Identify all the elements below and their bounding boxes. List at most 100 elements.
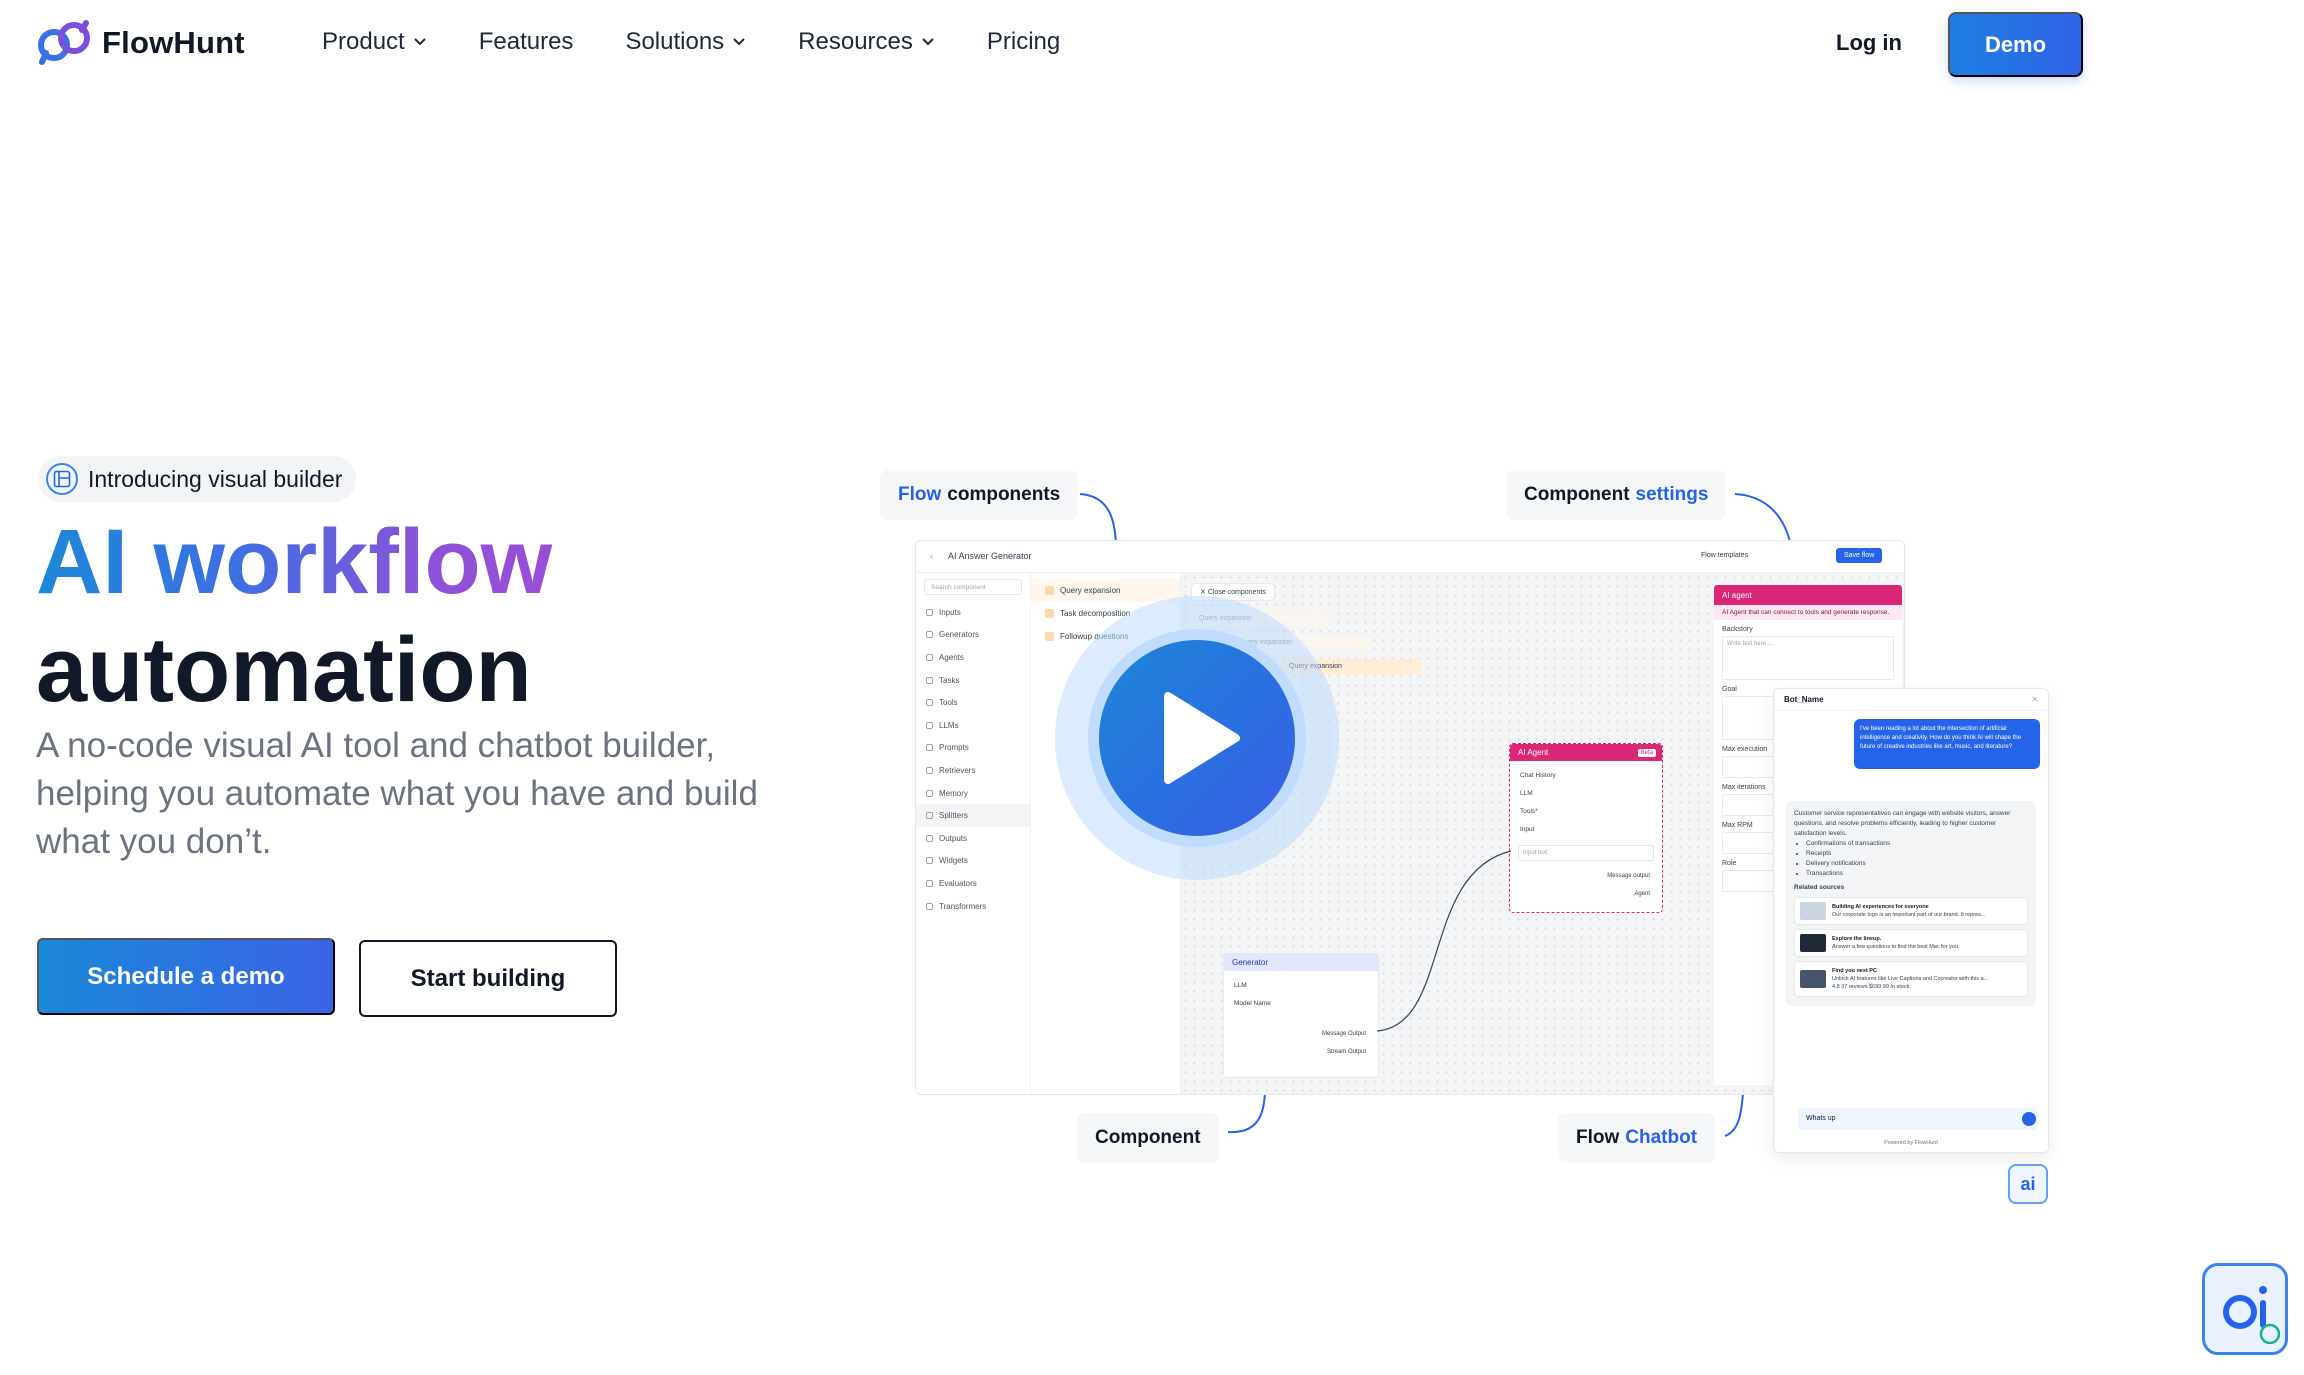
agent-input-field[interactable]: Input text <box>1518 845 1654 861</box>
source-title: Find you next PC <box>1832 968 1877 974</box>
nav-resources-label: Resources <box>798 28 913 55</box>
component-item-label: Followup questions <box>1060 632 1129 641</box>
component-search-input[interactable]: Search component <box>924 579 1022 595</box>
nav-pricing[interactable]: Pricing <box>987 28 1060 56</box>
source-thumbnail <box>1800 934 1826 952</box>
nav-product-label: Product <box>322 28 405 55</box>
source-meta: 4.8 37 reviews $699.99 In stock <box>1832 984 1910 990</box>
nav-features-label: Features <box>478 28 574 55</box>
ai-chat-icon[interactable] <box>2202 1263 2288 1355</box>
sidebar-item-label: Agents <box>939 652 964 662</box>
sidebar-item[interactable]: Agents <box>916 646 1030 669</box>
ai-agent-node-title: AI Agent <box>1518 748 1549 757</box>
source-card[interactable]: Explore the lineup. Answer a few question… <box>1794 929 2028 957</box>
sidebar-item[interactable]: Prompts <box>916 737 1030 760</box>
sidebar-item[interactable]: Generators <box>916 624 1030 647</box>
category-icon <box>926 902 933 910</box>
callout-accent: Flow <box>898 484 942 505</box>
sidebar-item[interactable]: LLMs <box>916 714 1030 737</box>
sidebar-item[interactable]: Inputs <box>916 601 1030 624</box>
user-message: I've been reading a lot about the inters… <box>1854 719 2040 769</box>
ai-agent-ports: Chat History LLM Tools* Input <box>1510 761 1662 845</box>
intro-badge-label: Introducing visual builder <box>88 465 343 492</box>
field-label: Backstory <box>1722 626 1753 633</box>
sidebar-item[interactable]: Retrievers <box>916 759 1030 782</box>
sidebar-item[interactable]: Tools <box>916 691 1030 714</box>
sidebar-item-label: Tools <box>939 698 958 708</box>
chat-header: Bot_Name ✕ <box>1774 689 2048 711</box>
category-icon <box>926 766 933 774</box>
nav-resources[interactable]: Resources <box>798 28 935 56</box>
hero-title-line1: AI workflow <box>36 511 553 613</box>
sidebar-item[interactable]: Memory <box>916 782 1030 805</box>
ai-agent-node-header: AI Agent Beta <box>1510 744 1662 761</box>
source-title: Explore the lineup. <box>1832 936 1882 942</box>
play-video-button[interactable] <box>1099 640 1295 836</box>
sidebar-item[interactable]: Widgets <box>916 850 1030 873</box>
chat-launcher-mini-icon[interactable]: ai <box>2008 1164 2048 1204</box>
component-icon <box>1045 586 1054 595</box>
sidebar-item-label: Splitters <box>939 811 968 821</box>
port-label: Input <box>1520 826 1535 833</box>
settings-description: AI Agent that can connect to tools and g… <box>1714 605 1902 620</box>
component-item[interactable]: Query expansion <box>1031 579 1180 602</box>
chat-input[interactable]: Whats up <box>1798 1108 2038 1130</box>
beta-badge: Beta <box>1637 748 1656 757</box>
send-icon[interactable] <box>2022 1112 2036 1126</box>
login-link[interactable]: Log in <box>1836 30 1902 55</box>
category-icon <box>926 879 933 887</box>
category-icon <box>926 857 933 865</box>
category-icon <box>926 789 933 797</box>
sidebar-item[interactable]: Outputs <box>916 827 1030 850</box>
callout-component-settings: Component settings <box>1506 470 1727 520</box>
category-icon <box>926 676 933 684</box>
source-desc: Answer a few questions to find the best … <box>1832 944 1960 950</box>
component-icon <box>1045 609 1054 618</box>
play-icon <box>1164 692 1240 784</box>
component-item-label: Task decomposition <box>1060 609 1131 618</box>
brand-logo[interactable]: FlowHunt <box>36 20 245 66</box>
callout-flow-components: Flow components <box>880 470 1079 520</box>
demo-button[interactable]: Demo <box>1948 12 2083 77</box>
settings-header: AI agent <box>1714 585 1902 605</box>
ai-agent-node[interactable]: AI Agent Beta Chat History LLM Tools* In… <box>1509 743 1663 913</box>
nav-features[interactable]: Features <box>479 28 574 56</box>
source-thumbnail <box>1800 970 1826 988</box>
port-label: Chat History <box>1520 772 1556 779</box>
component-item[interactable]: Followup questions <box>1031 625 1180 648</box>
output-label: Message output <box>1607 873 1650 879</box>
schedule-demo-button[interactable]: Schedule a demo <box>37 938 335 1015</box>
nav-product[interactable]: Product <box>322 28 427 56</box>
nav-solutions[interactable]: Solutions <box>625 28 746 56</box>
save-flow-button[interactable]: Save flow <box>1836 548 1883 563</box>
field-label: Goal <box>1722 686 1737 693</box>
start-building-button[interactable]: Start building <box>359 940 617 1017</box>
output-label: Stream Output <box>1326 1049 1366 1055</box>
sidebar-item[interactable]: Splitters <box>916 804 1030 827</box>
builder-toolbar: ‹ AI Answer Generator Flow templates Sav… <box>916 541 1904 573</box>
sidebar-item-label: Retrievers <box>939 765 976 775</box>
sidebar-item[interactable]: Transformers <box>916 895 1030 918</box>
back-icon[interactable]: ‹ <box>930 551 933 561</box>
sidebar-item[interactable]: Tasks <box>916 669 1030 692</box>
close-icon[interactable]: ✕ <box>2031 695 2038 704</box>
callout-component: Component <box>1077 1113 1219 1163</box>
output-label: Message Output <box>1321 1031 1366 1037</box>
port-label: Model Name <box>1234 1000 1271 1007</box>
generator-node[interactable]: Generator LLM Model Name Message Output … <box>1223 953 1379 1078</box>
hero-title-line2: automation <box>36 619 532 721</box>
category-icon <box>926 699 933 707</box>
nav-solutions-label: Solutions <box>625 28 725 55</box>
bullet-item: Confirmations of transactions <box>1806 839 2028 849</box>
component-item[interactable]: Task decomposition <box>1031 602 1180 625</box>
backstory-field[interactable]: Write text here .... <box>1722 636 1894 680</box>
flow-templates-link[interactable]: Flow templates <box>1701 552 1749 559</box>
sidebar-item[interactable]: Evaluators <box>916 872 1030 895</box>
powered-by: Powered by FlowHunt <box>1884 1140 1938 1146</box>
sidebar-item-label: Prompts <box>939 743 969 753</box>
sidebar-item-label: Evaluators <box>939 878 977 888</box>
source-title: Building AI experiences for everyone <box>1832 904 1929 910</box>
